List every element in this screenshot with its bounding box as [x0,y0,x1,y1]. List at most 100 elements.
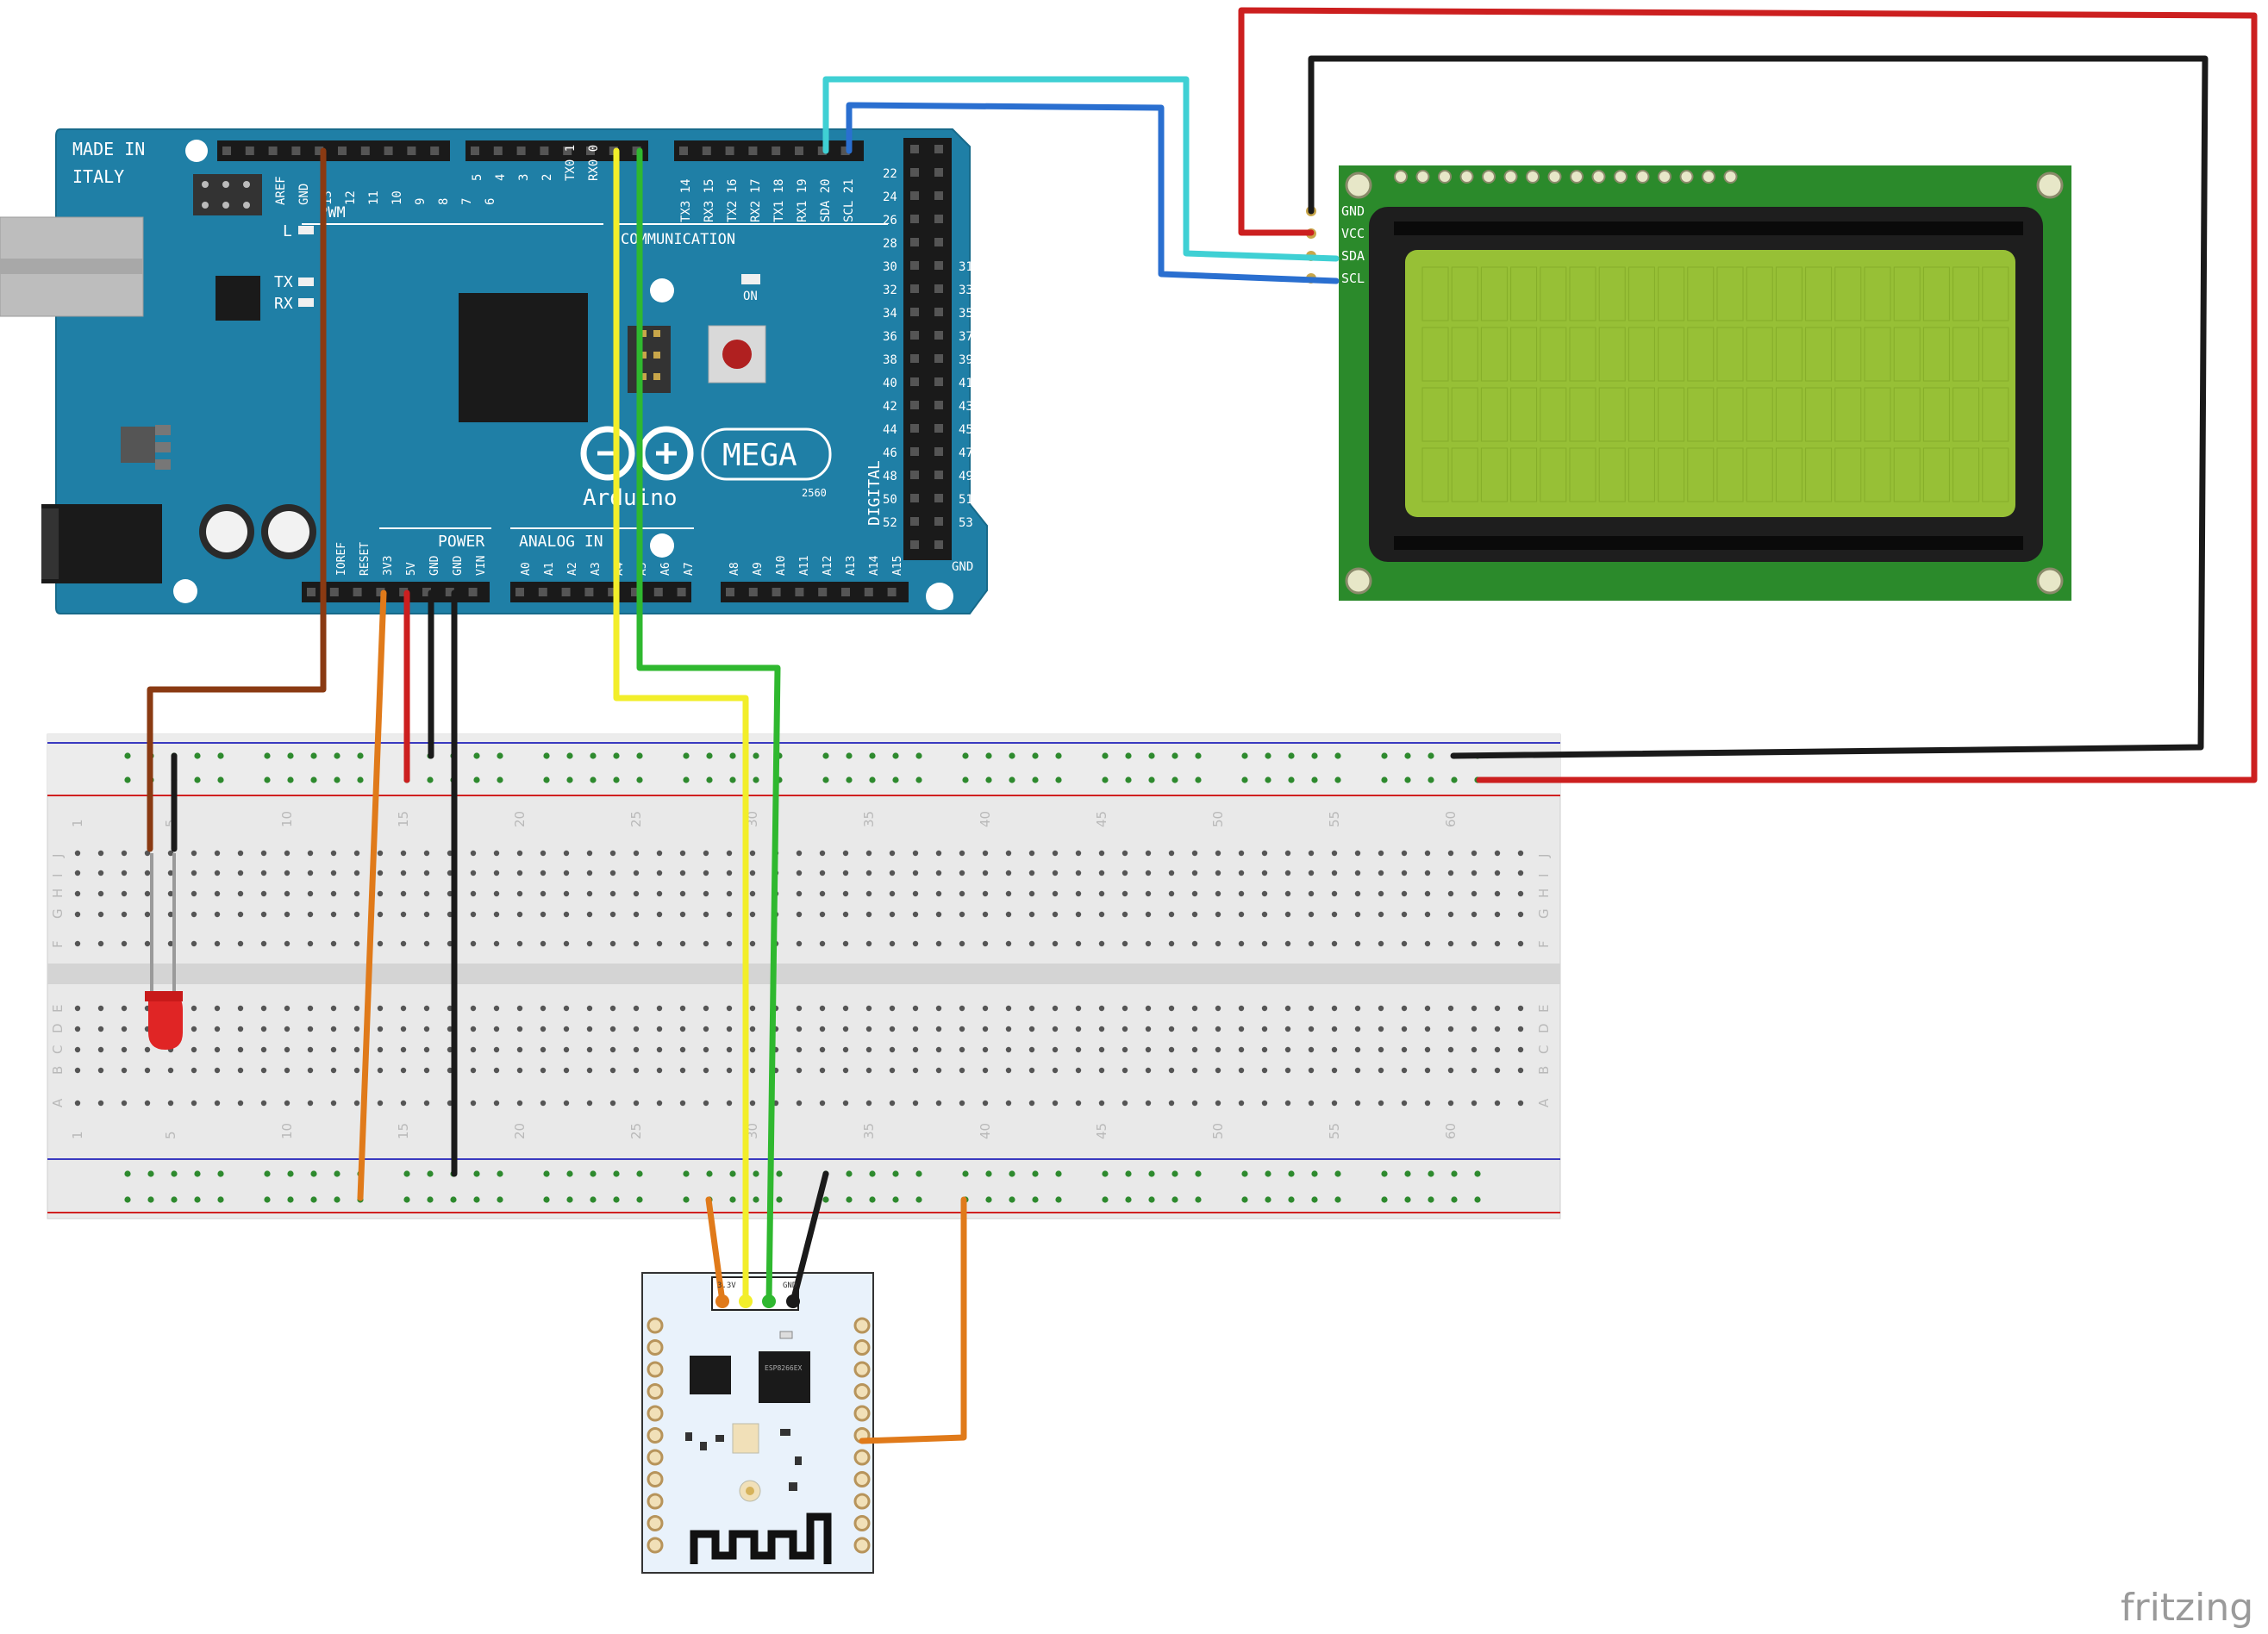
pin-label: IOREF [335,542,348,576]
pin-label: 51 [959,493,973,507]
pin-label: 39 [959,353,973,367]
pin-label: A12 [822,556,834,576]
breadboard-row-letter: C [50,1045,66,1054]
breadboard-holes [74,850,1524,1107]
pin-label: 3 [517,174,531,181]
breadboard-row-letter: I [50,874,66,877]
breadboard-column-number: 15 [396,811,411,827]
pin-label: RX2 17 [749,178,763,222]
breadboard-column-number: 5 [163,1131,178,1139]
pin-label: A15 [891,556,904,576]
model-label: 2560 [802,487,827,499]
breadboard-column-number: 25 [628,1123,644,1139]
breadboard-column-number: 45 [1094,811,1109,827]
esp-chip-text: ESP8266EX [765,1364,803,1372]
pin-label: 43 [959,400,973,414]
pin-label: A8 [728,562,741,576]
tx-label: TX [274,273,293,291]
pin-label: 48 [883,470,897,483]
power-label: POWER [438,533,484,551]
pin-label: 5 [471,174,484,181]
pin-label: 8 [437,198,451,205]
pin-label: 6 [484,198,497,205]
lcd-screen [1405,250,2015,517]
italy-label: ITALY [72,166,124,187]
breadboard-column-number: 35 [861,1123,877,1139]
breadboard-row-letter: D [50,1023,66,1033]
breadboard-column-number: 45 [1094,1123,1109,1139]
pin-label: 7 [460,198,474,205]
pin-label: 5V [405,562,418,576]
pin-label: 2 [540,174,554,181]
wire-tx-yellow [613,147,749,1305]
pin-label: TX3 14 [679,178,693,222]
digital-label: DIGITAL [865,460,884,526]
pin-label: 45 [959,423,973,437]
power-jack [41,504,162,583]
breadboard-column-number: 15 [396,1123,411,1139]
five-v-top-label: 5V [897,113,909,125]
breadboard-row-letter: G [1536,908,1552,919]
breadboard-row-letter: A [1536,1098,1552,1107]
breadboard-column-number: 20 [512,1123,528,1139]
breadboard-row-letter: B [1536,1066,1552,1075]
breadboard-column-number: 55 [1327,811,1342,827]
pin-label: 44 [883,423,897,437]
pin-label: A14 [868,555,881,576]
lcd-pin-label: SCL [1341,271,1365,286]
pin-label: A11 [798,556,811,576]
analog-in-label: ANALOG IN [519,533,603,551]
pin-label: 26 [883,214,897,228]
esp8266-chip [759,1351,810,1403]
pin-label: RX3 15 [703,178,716,222]
pin-label: GND [297,184,311,205]
wire-lcd-vcc-red [1238,7,2258,783]
pin-label: GND [428,555,441,576]
pin-label: 35 [959,307,973,321]
lcd-character-grid [1421,266,2009,502]
wire-led-brown [147,147,327,852]
pin-label: TX1 18 [772,178,786,222]
pin-label: 22 [883,167,897,181]
breadboard-column-number: 35 [861,811,877,827]
pin-label: VIN [475,556,488,576]
communication-label: COMMUNICATION [621,231,735,248]
breadboard-column-number: 40 [978,811,993,827]
pin-label: 31 [959,260,973,274]
esp-3v3-label: 3.3V [717,1282,736,1290]
pin-label: 24 [883,190,897,204]
breadboard-row-letter: E [1536,1005,1552,1013]
pin-label: 12 [344,190,358,205]
breadboard-column-number: 60 [1443,1123,1459,1139]
breadboard-row-letter: H [50,889,66,898]
breadboard-row-letter: F [1536,940,1552,948]
breadboard-row-letter: I [1536,874,1552,877]
breadboard-row-letter: J [50,854,66,858]
pin-label: 50 [883,493,897,507]
gnd-bottom-label: GND [952,560,973,574]
atmega2560-chip [459,293,588,422]
breadboard-column-number: 1 [70,1131,85,1139]
breadboard-column-number: 10 [279,1123,295,1139]
pin-label: RX1 19 [796,178,809,222]
l-led-label: L [283,222,292,240]
pin-label: GND [452,555,465,576]
pin-label: A7 [683,562,696,576]
wire-scl-blue [846,102,1340,284]
wire-lcd-gnd-black [1308,55,2209,759]
pin-label: A9 [752,562,765,576]
red-led [145,853,183,1050]
breadboard-column-number: 10 [279,811,295,827]
wire-esp-vcc-orange [705,1196,726,1305]
made-in-label: MADE IN [72,139,145,159]
wire-esp-chpd-orange [859,1196,967,1444]
pin-label: TX0 1 [564,145,578,181]
arduino-logo [580,426,694,481]
breadboard-row-letter: J [1536,854,1552,858]
